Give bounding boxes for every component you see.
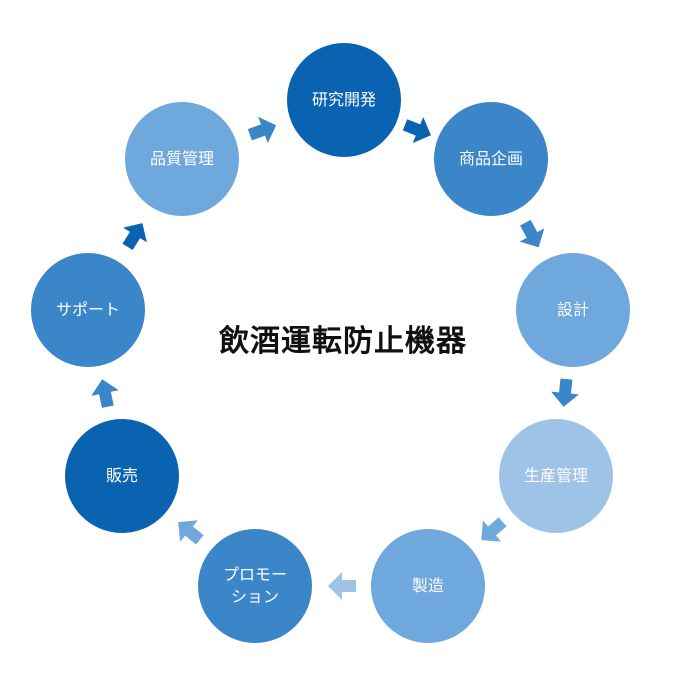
step-label: 販売: [105, 466, 138, 486]
step-node: 品質管理: [125, 102, 239, 216]
arrow-right-icon: [547, 375, 582, 410]
step-node: サポート: [31, 253, 145, 367]
step-node: 商品企画: [434, 102, 548, 216]
step-label: 品質管理: [149, 149, 214, 169]
step-label: プロモー ション: [222, 565, 287, 606]
diagram-title: 飲酒運転防止機器: [219, 324, 467, 359]
step-node: 製造: [371, 529, 485, 643]
step-node: 販売: [65, 419, 179, 533]
step-label: 生産管理: [523, 466, 588, 486]
arrow-right-icon: [166, 508, 211, 553]
arrow-right-icon: [397, 109, 439, 151]
step-label: サポート: [55, 300, 120, 320]
arrow-right-icon: [326, 570, 358, 602]
arrow-right-icon: [469, 508, 514, 553]
step-label: 研究開発: [311, 90, 376, 110]
step-label: 商品企画: [458, 149, 523, 169]
arrow-right-icon: [86, 374, 124, 412]
step-label: 製造: [411, 576, 444, 596]
step-node: 研究開発: [287, 43, 401, 157]
step-label: 設計: [556, 300, 589, 320]
arrow-right-icon: [242, 109, 283, 150]
arrow-right-icon: [510, 213, 553, 256]
step-node: 設計: [516, 253, 630, 367]
step-node: 生産管理: [499, 419, 613, 533]
arrow-right-icon: [113, 212, 157, 256]
step-node: プロモー ション: [198, 529, 312, 643]
